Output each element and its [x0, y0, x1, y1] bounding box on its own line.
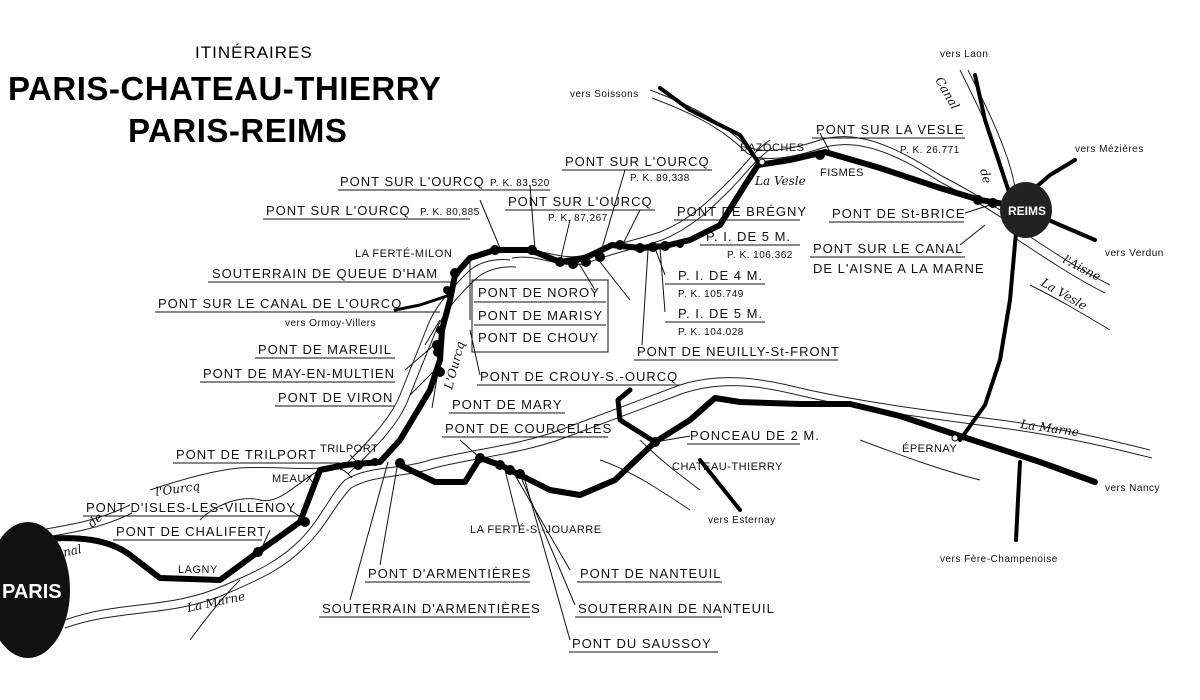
river-l-ourcq-1: L'Ourcq — [441, 340, 468, 392]
dir-vers-laon: vers Laon — [940, 49, 988, 60]
label-pont-sur-la-vesle: PONT SUR LA VESLE — [816, 122, 964, 137]
label-pi-4m: P. I. DE 4 M. — [678, 268, 763, 283]
label-pont-de-bregny: PONT DE BRÉGNY — [677, 204, 807, 219]
label-pk-105749: P. K. 105.749 — [678, 289, 744, 300]
river-canal-top: Canal — [932, 75, 962, 113]
place-trilport: TRILPORT — [320, 443, 378, 455]
map-title-line1: PARIS-CHATEAU-THIERRY — [8, 70, 441, 107]
label-ponceau: PONCEAU DE 2 M. — [690, 428, 820, 443]
label-pi-5m-a: P. I. DE 5 M. — [706, 229, 791, 244]
label-pk-106362: P. K. 106.362 — [727, 250, 793, 261]
dir-vers-esternay: vers Esternay — [708, 515, 776, 526]
dir-vers-nancy: vers Nancy — [1105, 483, 1160, 494]
river-canal-de-top: de — [977, 167, 994, 185]
label-souterrain-queue-d-ham: SOUTERRAIN DE QUEUE D'HAM — [212, 266, 438, 281]
label-souterrain-d-armentieres: SOUTERRAIN D'ARMENTIÈRES — [322, 601, 541, 616]
place-lagny: LAGNY — [178, 564, 218, 576]
dir-vers-soissons: vers Soissons — [570, 89, 639, 100]
label-pont-de-courcelles: PONT DE COURCELLES — [445, 421, 612, 436]
dir-vers-ormoy-villers: vers Ormoy-Villers — [285, 318, 376, 329]
label-pk-87267: P. K. 87,267 — [548, 213, 608, 224]
label-pont-de-noroy: PONT DE NOROY — [478, 285, 600, 300]
label-pont-de-neuilly: PONT DE NEUILLY-St-FRONT — [637, 344, 840, 359]
place-fismes: FISMES — [820, 167, 864, 179]
label-souterrain-de-nanteuil: SOUTERRAIN DE NANTEUIL — [578, 601, 775, 616]
label-pont-de-viron: PONT DE VIRON — [278, 390, 393, 405]
label-pont-sur-ourcq-b: PONT SUR L'OURCQ — [340, 174, 485, 189]
label-pont-de-mary: PONT DE MARY — [452, 397, 562, 412]
river-la-marne-2: La Marne — [185, 589, 247, 615]
river-l-ourcq-2: l'Ourcq — [154, 479, 201, 499]
label-pont-sur-le-canal: PONT SUR LE CANAL — [813, 241, 963, 256]
label-pont-de-nanteuil: PONT DE NANTEUIL — [580, 566, 721, 581]
label-pont-de-crouy: PONT DE CROUY-S.-OURCQ — [480, 369, 678, 384]
place-la-ferte-s-jouarre: LA FERTÉ-S.-JOUARRE — [470, 523, 602, 536]
label-pk-104028: P. K. 104.028 — [678, 327, 744, 338]
label-pont-d-armentieres: PONT D'ARMENTIÈRES — [368, 566, 531, 581]
reims-city: REIMS — [1000, 182, 1052, 238]
label-pont-canal-ourcq: PONT SUR LE CANAL DE L'OURCQ — [158, 296, 402, 311]
label-pont-de-trilport: PONT DE TRILPORT — [176, 447, 317, 462]
map-subtitle: ITINÉRAIRES — [195, 43, 313, 62]
label-pont-de-mareuil: PONT DE MAREUIL — [258, 342, 392, 357]
map-title-line2: PARIS-REIMS — [128, 112, 347, 149]
reims-label: REIMS — [1008, 204, 1046, 218]
river-la-vesle-1: La Vesle — [754, 174, 806, 188]
bridge-labels: PONT SUR LA VESLE P. K. 26.771 PONT SUR … — [83, 122, 985, 653]
bridge-dots — [253, 150, 998, 557]
label-pont-d-isles: PONT D'ISLES-LES-VILLENOY — [86, 500, 296, 515]
river-l-aisne: l'Aisne — [1061, 252, 1103, 283]
label-pont-sur-ourcq-a: PONT SUR L'OURCQ — [565, 154, 710, 169]
label-pk-89338: P. K. 89,338 — [630, 173, 690, 184]
dir-vers-mezieres: vers Mézières — [1075, 144, 1144, 155]
label-pk-26771: P. K. 26.771 — [900, 145, 960, 156]
place-epernay: ÉPERNAY — [902, 442, 957, 455]
label-pont-de-may: PONT DE MAY-EN-MULTIEN — [203, 366, 395, 381]
dir-vers-fere-champenoise: vers Fère-Champenoise — [940, 554, 1058, 565]
label-pont-du-saussoy: PONT DU SAUSSOY — [572, 636, 712, 651]
label-pont-de-st-brice: PONT DE St-BRICE — [832, 206, 966, 221]
label-pont-de-chouy: PONT DE CHOUY — [478, 330, 599, 345]
label-pont-de-chalifert: PONT DE CHALIFERT — [116, 524, 266, 539]
paris-label: PARIS — [2, 581, 62, 603]
label-de-l-aisne-a-la-marne: DE L'AISNE A LA MARNE — [813, 261, 985, 276]
label-pont-de-marisy: PONT DE MARISY — [478, 308, 603, 323]
place-la-ferte-milon: LA FERTÉ-MILON — [355, 247, 452, 260]
paris-city: PARIS — [0, 522, 70, 658]
label-pi-5m-b: P. I. DE 5 M. — [678, 306, 763, 321]
place-bazoches: BAZOCHES — [740, 142, 805, 154]
place-chateau-thierry: CHATEAU-THIERRY — [672, 461, 783, 473]
label-pk-80885: P. K. 80,885 — [420, 207, 480, 218]
label-pont-sur-ourcq-c: PONT SUR L'OURCQ — [508, 194, 653, 209]
place-meaux: MEAUX — [272, 473, 314, 485]
dir-vers-verdun: vers Verdun — [1105, 248, 1164, 259]
label-pont-sur-ourcq-d: PONT SUR L'OURCQ — [266, 203, 411, 218]
label-pk-83520: P. K. 83,520 — [490, 178, 550, 189]
